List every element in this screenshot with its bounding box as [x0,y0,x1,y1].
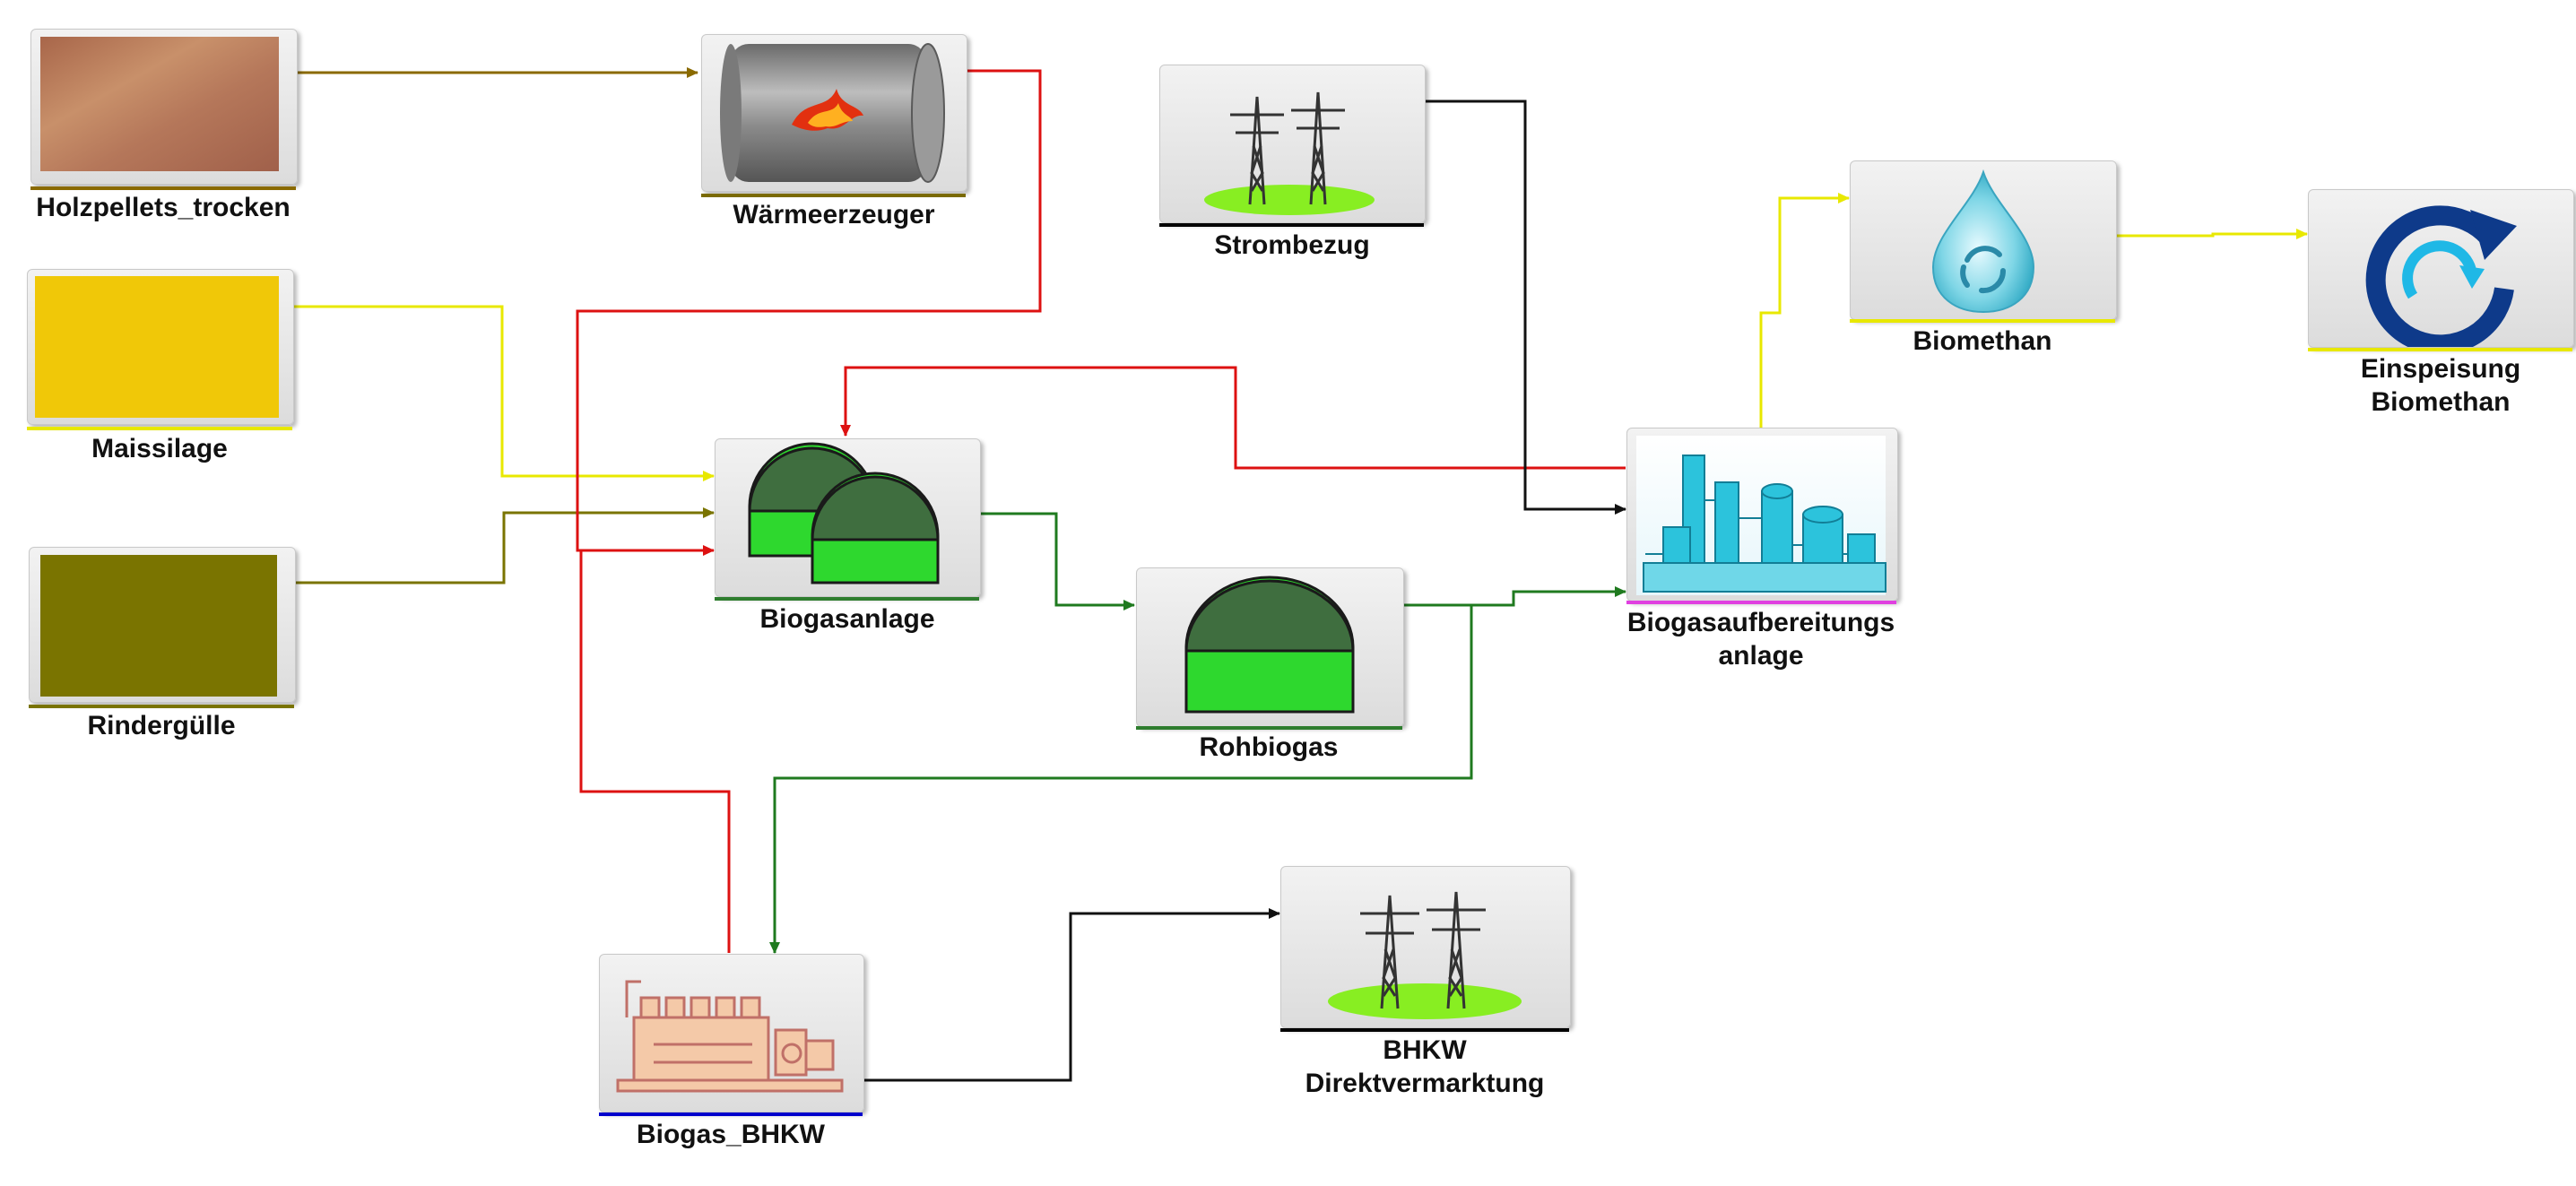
flow-aufbereitung-to-biomethan [1759,193,1850,428]
gas-tank-icon [1184,576,1355,714]
olive-swatch-icon [40,555,277,697]
node-label: Holzpellets_trocken [36,193,291,222]
node-label: Biogas_BHKW [636,1120,825,1149]
recycle-arrows-icon [2365,205,2517,347]
node-label: Maissilage [91,434,228,463]
node-underline [30,186,296,190]
node-label: Wärmeerzeuger [733,200,935,229]
node-underline [1850,319,2115,323]
digester-tanks-icon [748,442,940,584]
node-label: Rohbiogas [1199,732,1339,762]
flow-heat-aufbereitung-to-biogasanlage [840,366,1626,470]
node-label: Einspeisung Biomethan [2360,354,2521,417]
node-underline [2308,348,2572,351]
flow-heat-bhkw-to-biogasanlage [579,550,731,953]
flow-heat-waermeerzeuger-to-biogasanlage [576,69,1042,556]
node-label: Strombezug [1214,230,1370,260]
flow-strombezug-to-aufbereitung [1424,100,1626,515]
node-underline [1136,726,1402,730]
flow-bhkw-to-direktvermarktung [860,908,1280,1082]
flow-biomethan-to-einspeisung [2117,229,2308,239]
node-underline [701,194,966,197]
node-label: Rindergülle [87,711,236,740]
node-underline [1280,1028,1569,1032]
engine-generator-icon [616,980,844,1093]
boiler-flame-icon [720,43,945,183]
flow-rohbiogas-to-aufbereitung [1403,586,1626,607]
node-underline [1626,601,1896,604]
industrial-plant-icon [1636,436,1886,595]
node-underline [1159,223,1424,227]
flow-rindergulle-to-biogasanlage [294,507,715,584]
node-label: Biogasaufbereitungs anlage [1626,608,1895,671]
flow-rohbiogas-to-bhkw [769,605,1473,954]
power-pylon-icon [1328,891,1522,1019]
yellow-swatch-icon [35,276,279,418]
flow-maissilage-to-biogasanlage [291,305,715,481]
water-drop-icon [1931,169,2035,314]
node-underline [29,705,294,708]
node-underline [715,597,979,601]
node-underline [27,427,292,430]
wood-texture-icon [40,37,279,171]
power-pylon-icon [1204,91,1375,215]
node-underline [599,1112,863,1116]
flow-biogasanlage-to-rohbiogas [979,512,1135,610]
node-label: BHKW Direktvermarktung [1305,1035,1545,1098]
node-label: Biomethan [1912,326,2052,356]
node-label: Biogasanlage [759,604,935,634]
